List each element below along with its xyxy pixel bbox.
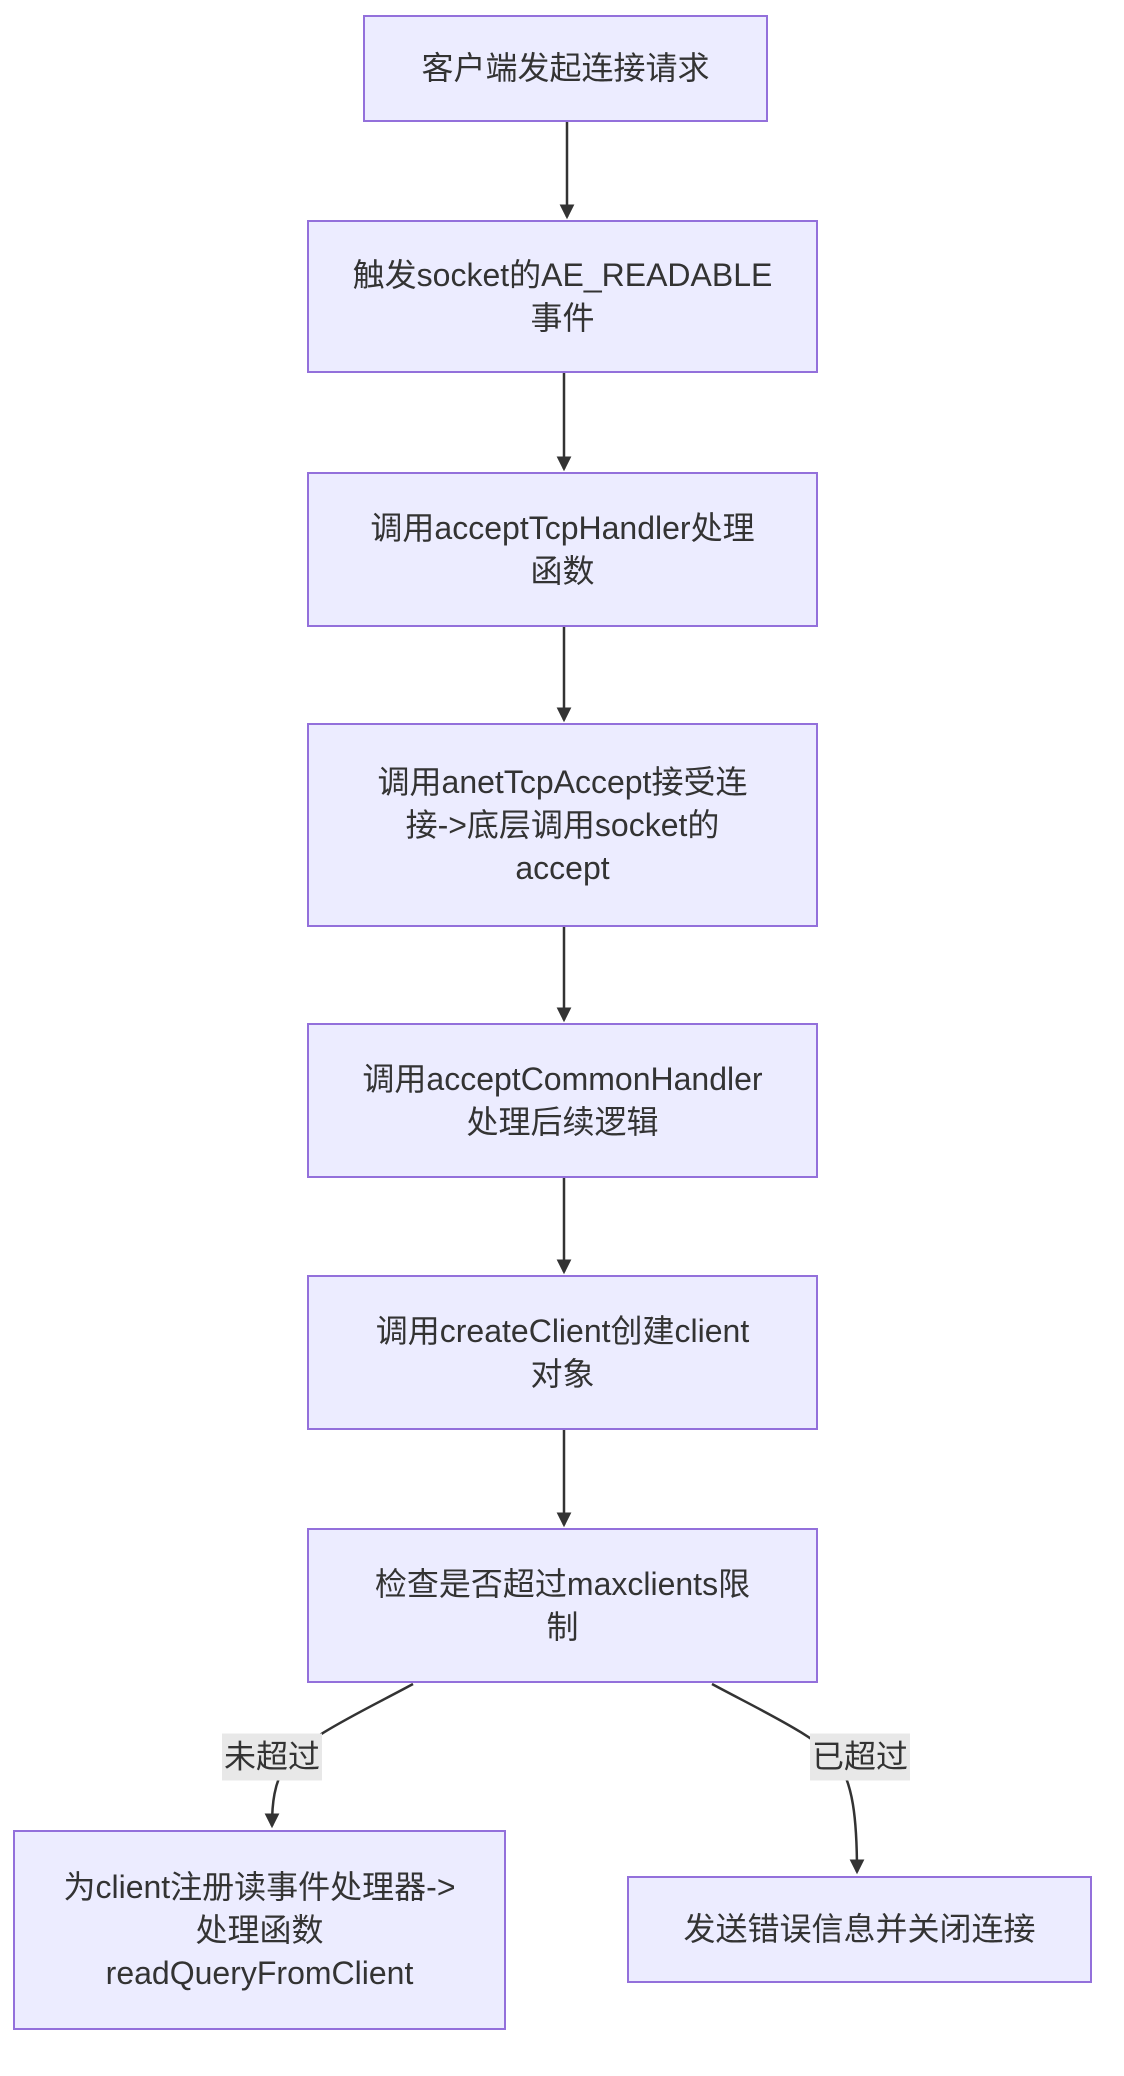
node-accept-common-handler-label: 调用acceptCommonHandler 处理后续逻辑 — [362, 1060, 763, 1140]
node-ae-readable-event-label: 触发socket的AE_READABLE 事件 — [352, 256, 773, 336]
node-create-client: 调用createClient创建client 对象 — [307, 1275, 818, 1430]
node-register-read-handler-label: 为client注册读事件处理器-> 处理函数 readQueryFromClie… — [63, 1868, 456, 1991]
node-accept-common-handler: 调用acceptCommonHandler 处理后续逻辑 — [307, 1023, 818, 1178]
node-accept-tcp-handler-label: 调用acceptTcpHandler处理 函数 — [370, 509, 755, 589]
node-ae-readable-event: 触发socket的AE_READABLE 事件 — [307, 220, 818, 373]
node-client-connect-request-label: 客户端发起连接请求 — [421, 50, 710, 86]
node-anet-tcp-accept: 调用anetTcpAccept接受连 接->底层调用socket的 accept — [307, 723, 818, 927]
node-create-client-label: 调用createClient创建client 对象 — [375, 1312, 750, 1392]
node-anet-tcp-accept-label: 调用anetTcpAccept接受连 接->底层调用socket的 accept — [377, 763, 748, 886]
node-check-maxclients-label: 检查是否超过maxclients限 制 — [374, 1565, 751, 1645]
node-check-maxclients: 检查是否超过maxclients限 制 — [307, 1528, 818, 1683]
node-send-error-close: 发送错误信息并关闭连接 — [627, 1876, 1092, 1983]
node-accept-tcp-handler: 调用acceptTcpHandler处理 函数 — [307, 472, 818, 627]
edge-label-not-exceeded: 未超过 — [221, 1733, 323, 1781]
node-send-error-close-label: 发送错误信息并关闭连接 — [683, 1911, 1036, 1947]
node-register-read-handler: 为client注册读事件处理器-> 处理函数 readQueryFromClie… — [13, 1830, 506, 2030]
edge-label-exceeded: 已超过 — [809, 1733, 911, 1781]
node-client-connect-request: 客户端发起连接请求 — [363, 15, 768, 122]
